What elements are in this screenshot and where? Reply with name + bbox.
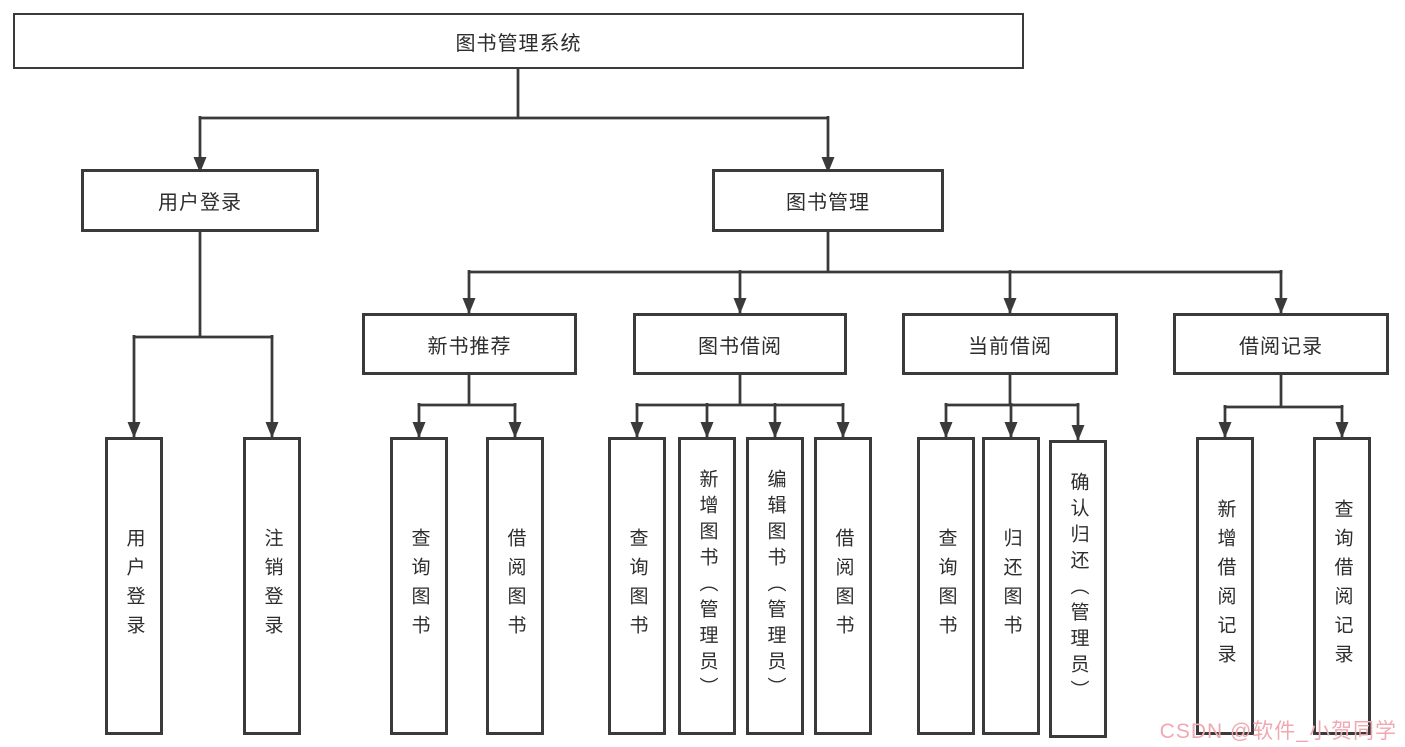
node-book-borrow: 图书借阅 — [633, 313, 847, 375]
leaf-query-borrow-record: 查询借阅记录 — [1313, 437, 1371, 735]
leaf-user-login-label: 用户登录 — [123, 528, 145, 644]
leaf-edit-book-admin: 编辑图书（管理员） — [746, 437, 804, 735]
leaf-return-book: 归还图书 — [982, 437, 1040, 735]
leaf-edit-book-admin-label: 编辑图书（管理员） — [764, 469, 786, 703]
leaf-add-borrow-record-label: 新增借阅记录 — [1214, 499, 1236, 673]
csdn-watermark: CSDN @软件_小贺同学 — [1159, 720, 1397, 743]
leaf-borrow-books-label: 借阅图书 — [832, 528, 854, 644]
node-borrow-records-label: 借阅记录 — [1239, 335, 1323, 358]
node-book-management-label: 图书管理 — [786, 192, 870, 214]
leaf-query-borrow-record-label: 查询借阅记录 — [1331, 499, 1353, 673]
leaf-confirm-return-admin-label: 确认归还（管理员） — [1067, 472, 1089, 706]
leaf-user-login: 用户登录 — [105, 437, 163, 735]
leaf-borrow-books-recommend-label: 借阅图书 — [504, 528, 526, 644]
node-user-login-label: 用户登录 — [158, 192, 242, 214]
node-book-management: 图书管理 — [712, 169, 944, 232]
leaf-logout-label: 注销登录 — [261, 528, 283, 644]
leaf-add-borrow-record: 新增借阅记录 — [1196, 437, 1254, 735]
leaf-confirm-return-admin: 确认归还（管理员） — [1049, 440, 1107, 738]
leaf-logout: 注销登录 — [243, 437, 301, 735]
leaf-borrow-books: 借阅图书 — [814, 437, 872, 735]
node-borrow-records: 借阅记录 — [1173, 313, 1389, 375]
node-new-book-recommend: 新书推荐 — [362, 313, 577, 375]
node-current-borrow-label: 当前借阅 — [968, 335, 1052, 358]
leaf-query-books-recommend: 查询图书 — [390, 437, 448, 735]
leaf-query-books-recommend-label: 查询图书 — [408, 528, 430, 644]
leaf-add-book-admin: 新增图书（管理员） — [678, 437, 736, 735]
leaf-query-books-borrow: 查询图书 — [608, 437, 666, 735]
node-library-system-label: 图书管理系统 — [455, 32, 582, 55]
node-new-book-recommend-label: 新书推荐 — [427, 335, 512, 358]
node-user-login: 用户登录 — [81, 169, 319, 232]
node-book-borrow-label: 图书借阅 — [698, 335, 782, 358]
leaf-query-books-borrow-label: 查询图书 — [626, 528, 648, 644]
leaf-add-book-admin-label: 新增图书（管理员） — [696, 469, 718, 703]
leaf-return-book-label: 归还图书 — [1000, 528, 1022, 644]
leaf-query-books-current: 查询图书 — [917, 437, 975, 735]
node-library-system: 图书管理系统 — [13, 13, 1024, 69]
node-current-borrow: 当前借阅 — [902, 313, 1118, 375]
leaf-query-books-current-label: 查询图书 — [935, 528, 957, 644]
leaf-borrow-books-recommend: 借阅图书 — [486, 437, 544, 735]
